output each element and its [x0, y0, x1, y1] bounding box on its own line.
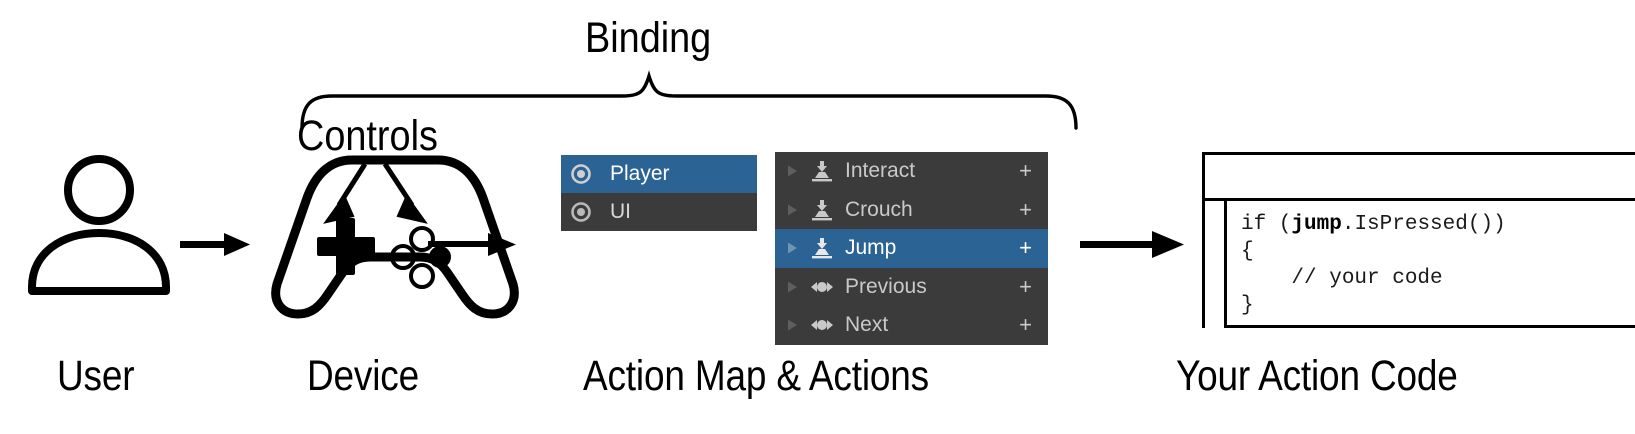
actions-panel: Interact + Crouch +: [775, 152, 1048, 345]
caption-user: User: [57, 352, 135, 400]
controls-arrows: [323, 162, 428, 224]
arrow-actionmap-to-code: [1080, 231, 1184, 258]
chevron-right-icon[interactable]: [783, 201, 801, 219]
caption-device: Device: [307, 352, 420, 400]
code-window-titlebar: [1205, 155, 1635, 201]
face-button-bottom: [409, 263, 435, 289]
button-action-icon: [809, 198, 835, 222]
code-line-4: }: [1241, 294, 1254, 317]
code-line-1-prefix: if (: [1241, 213, 1292, 236]
binding-brace: [300, 70, 1078, 130]
binding-label: Binding: [585, 14, 712, 62]
action-row-label: Crouch: [845, 197, 913, 221]
code-gutter: [1205, 201, 1227, 328]
action-row-label: Jump: [845, 236, 897, 260]
chevron-right-icon[interactable]: [783, 316, 801, 334]
face-button-left: [390, 244, 416, 270]
button-action-icon: [809, 159, 835, 183]
chevron-right-icon[interactable]: [783, 278, 801, 296]
action-map-row-player[interactable]: Player: [561, 155, 757, 193]
face-button-right-pressed: [429, 246, 451, 268]
face-button-top: [409, 226, 435, 252]
add-binding-button[interactable]: +: [1019, 312, 1032, 338]
action-map-icon: [571, 202, 591, 222]
action-row-label: Previous: [845, 274, 927, 298]
add-binding-button[interactable]: +: [1019, 273, 1032, 299]
action-row-jump[interactable]: Jump +: [775, 229, 1048, 268]
code-line-3: // your code: [1241, 267, 1443, 290]
code-window-body: if (jump.IsPressed()) { // your code }: [1205, 201, 1635, 328]
button-action-icon: [809, 236, 835, 260]
caption-action-map: Action Map & Actions: [583, 352, 930, 400]
add-binding-button[interactable]: +: [1019, 196, 1032, 222]
action-row-crouch[interactable]: Crouch +: [775, 191, 1048, 230]
code-token-jump: jump: [1291, 213, 1342, 236]
action-row-previous[interactable]: Previous +: [775, 268, 1048, 307]
user-icon: [28, 155, 170, 295]
action-row-next[interactable]: Next +: [775, 306, 1048, 345]
action-map-row-ui[interactable]: UI: [561, 193, 757, 231]
axis-action-icon: [809, 275, 835, 299]
code-line-2: {: [1241, 240, 1254, 263]
action-row-interact[interactable]: Interact +: [775, 152, 1048, 191]
axis-action-icon: [809, 313, 835, 337]
arrow-user-device: [180, 233, 250, 256]
add-binding-button[interactable]: +: [1019, 158, 1032, 184]
code-editor[interactable]: if (jump.IsPressed()) { // your code }: [1227, 201, 1635, 328]
action-row-label: Next: [845, 313, 889, 337]
code-window: if (jump.IsPressed()) { // your code }: [1202, 152, 1635, 328]
gamepad-icon: [271, 155, 519, 319]
code-line-1-suffix: .IsPressed()): [1341, 213, 1506, 236]
action-map-panel: Player UI: [561, 155, 757, 231]
controls-label: Controls: [297, 112, 438, 160]
add-binding-button[interactable]: +: [1019, 235, 1032, 261]
chevron-right-icon[interactable]: [783, 239, 801, 257]
action-map-icon: [571, 164, 591, 184]
chevron-right-icon[interactable]: [783, 162, 801, 180]
action-map-row-label: Player: [610, 162, 670, 185]
dpad-icon: [317, 218, 375, 275]
action-map-row-label: UI: [610, 200, 631, 223]
action-row-label: Interact: [845, 159, 916, 183]
caption-action-code: Your Action Code: [1176, 352, 1458, 400]
